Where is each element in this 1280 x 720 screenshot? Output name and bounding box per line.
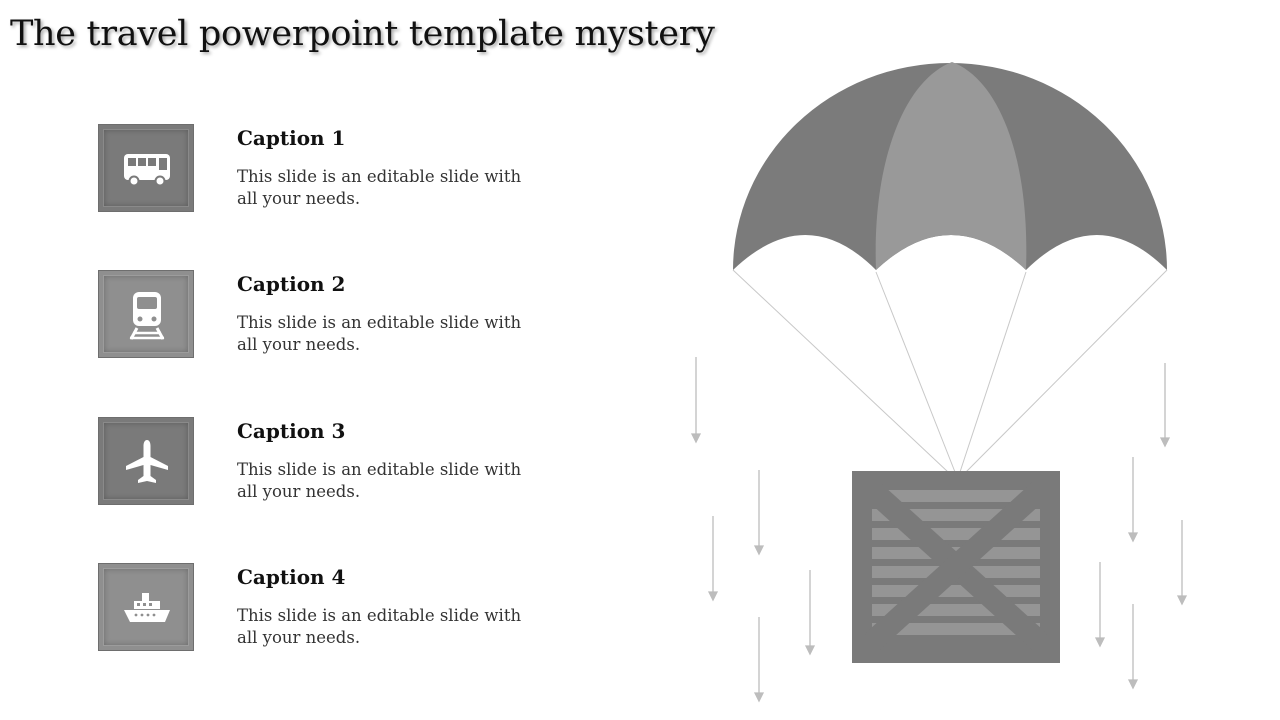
caption-title: Caption 1 xyxy=(237,126,346,150)
train-icon xyxy=(129,292,165,340)
caption-text: This slide is an editable slide with all… xyxy=(237,313,522,354)
parachute-illustration xyxy=(690,62,1188,703)
list-item: Caption 4 This slide is an editable slid… xyxy=(98,563,538,653)
crate-icon xyxy=(852,471,1060,663)
caption-title: Caption 4 xyxy=(237,565,346,589)
list-item: Caption 2 This slide is an editable slid… xyxy=(98,270,538,360)
icon-tile xyxy=(98,124,194,212)
caption-title: Caption 3 xyxy=(237,419,346,443)
caption-title: Caption 2 xyxy=(237,272,346,296)
list-item: Caption 3 This slide is an editable slid… xyxy=(98,417,538,507)
airplane-icon xyxy=(126,440,168,483)
parachute-ropes xyxy=(732,269,1168,473)
ship-icon xyxy=(124,593,170,622)
icon-tile xyxy=(98,563,194,651)
falling-arrows xyxy=(690,357,1188,703)
icon-tile xyxy=(98,270,194,358)
parachute-canopy xyxy=(733,62,1167,270)
icon-tile xyxy=(98,417,194,505)
caption-text: This slide is an editable slide with all… xyxy=(237,606,522,647)
slide-title: The travel powerpoint template mystery xyxy=(10,14,715,54)
caption-text: This slide is an editable slide with all… xyxy=(237,167,522,208)
bus-icon xyxy=(124,154,170,187)
list-item: Caption 1 This slide is an editable slid… xyxy=(98,124,538,214)
caption-text: This slide is an editable slide with all… xyxy=(237,460,522,501)
